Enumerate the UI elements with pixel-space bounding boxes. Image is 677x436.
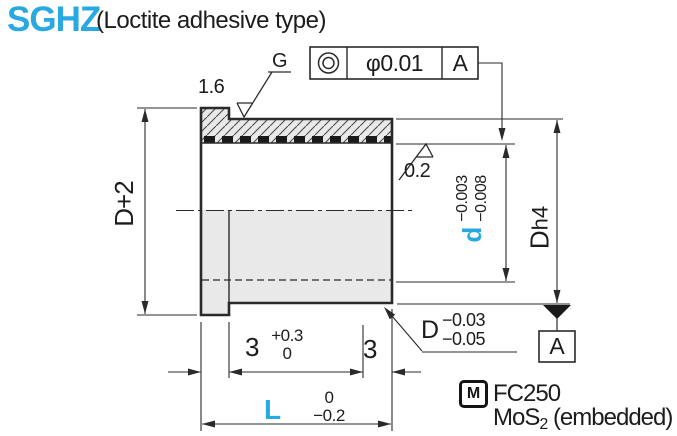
length-extension-lines	[200, 309, 393, 431]
lubricant-text: MoS	[493, 404, 540, 431]
overall-length-letter: L	[264, 394, 282, 425]
flange-od-label: D+2	[108, 181, 139, 227]
end-band-length-value: 3	[363, 334, 378, 364]
tolerance-value: φ0.01	[365, 49, 424, 76]
series-type-note: (Loctite adhesive type)	[96, 7, 326, 34]
tolerance-frame-dividers	[346, 47, 443, 79]
arrow-icon	[553, 290, 561, 303]
arrow-icon	[502, 268, 510, 281]
arrow-icon	[392, 368, 405, 376]
material-mark-icon: M	[459, 380, 488, 408]
flange-od-extension-lines	[137, 107, 197, 316]
bore-dia-label: d −0.003 −0.008	[451, 155, 493, 263]
arrow-icon	[188, 368, 201, 376]
arrow-icon	[202, 420, 215, 428]
part-outline	[199, 106, 394, 317]
lubricant-note: MoS2 (embedded)	[493, 404, 673, 433]
concentricity-icon	[317, 52, 340, 74]
surface-finish-icon	[236, 71, 291, 119]
diameter-extension-lines	[396, 118, 570, 305]
roughness-value: 0.2	[404, 160, 431, 182]
tolerance-frame-leader	[478, 62, 503, 130]
arrow-icon	[384, 307, 396, 320]
body-od-letter: D	[524, 230, 555, 250]
surface-finish-icon	[398, 142, 434, 181]
arrow-icon	[378, 420, 391, 428]
body-od-tol-upper: −0.03	[442, 310, 486, 330]
lower-half-fill	[201, 210, 392, 315]
arrow-icon	[141, 109, 149, 122]
body-od-tol-lower: −0.05	[442, 329, 486, 349]
adhesive-groove-teeth	[204, 136, 392, 143]
arrow-icon	[502, 145, 510, 158]
lubricant-subscript: 2	[539, 416, 548, 433]
arrow-icon	[553, 120, 561, 133]
datum-box	[538, 330, 576, 363]
bore-dia-tol-upper: −0.003	[454, 175, 471, 222]
flange-width-tol-lower: 0	[282, 343, 292, 363]
roughness-value: 1.6	[198, 76, 225, 98]
tolerance-datum-ref: A	[452, 49, 468, 76]
bore-dia-tol-lower: −0.008	[473, 175, 490, 222]
material-grade: FC250	[493, 380, 561, 407]
datum-triangle-icon	[543, 305, 571, 319]
arrow-icon	[229, 368, 242, 376]
flange-width-value: 3	[245, 332, 260, 362]
arrow-icon	[141, 301, 149, 314]
lubricant-embedded-note: (embedded)	[552, 404, 673, 431]
overall-length-tol-upper: 0	[324, 388, 334, 407]
series-code: SGHZ	[7, 0, 101, 39]
arrow-icon	[350, 368, 363, 376]
process-label: G	[272, 50, 288, 72]
bore-dia-letter: d	[456, 226, 487, 243]
section-hatch	[201, 108, 392, 143]
body-od-letter: D	[421, 316, 439, 344]
datum-label: A	[549, 333, 565, 359]
flange-width-tol-upper: +0.3	[271, 326, 303, 345]
fit-class: h4	[527, 205, 552, 231]
overall-length-tol-lower: −0.2	[313, 405, 345, 425]
arrow-icon	[498, 128, 506, 141]
